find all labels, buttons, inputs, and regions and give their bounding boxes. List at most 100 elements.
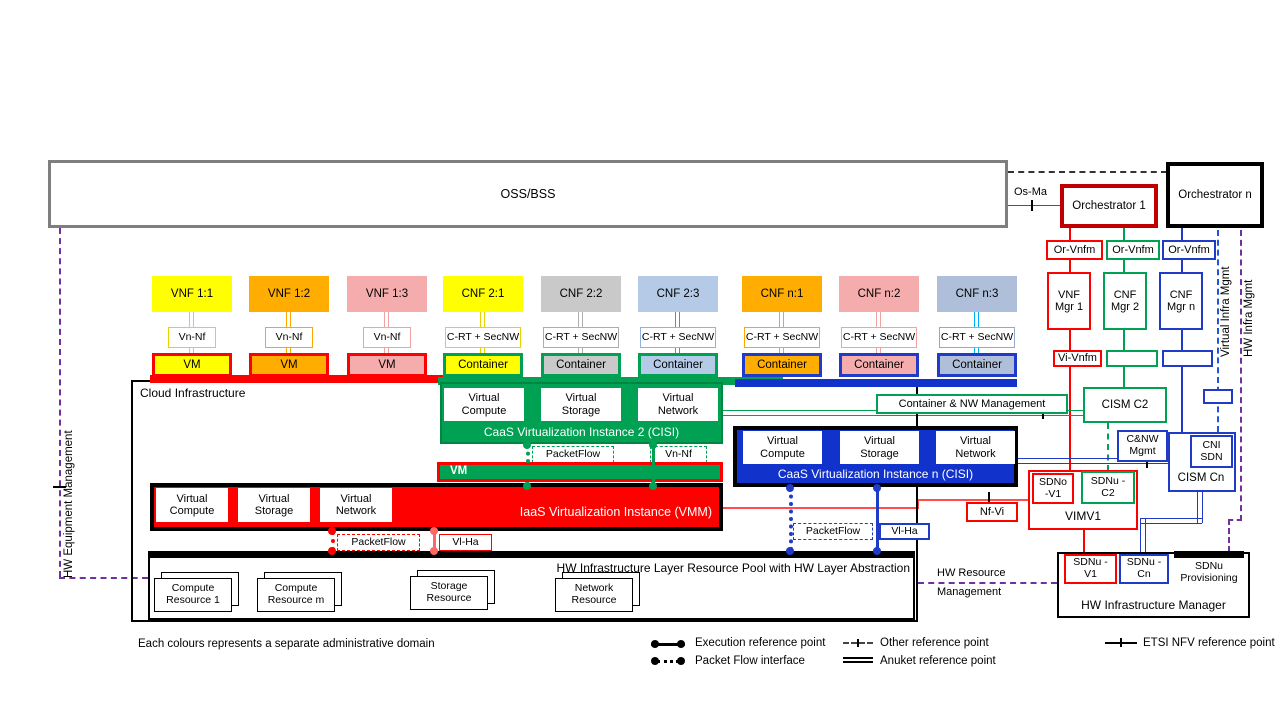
cnw-mgmt-label: C&NW Mgmt (1126, 433, 1159, 457)
iface-label: C-RT + SecNW (544, 330, 618, 343)
iaas-vl-ha-box: Vl-Ha (439, 534, 492, 551)
exec-dot (328, 547, 336, 555)
vi-vnfm-blue-empty-box (1162, 350, 1213, 367)
cism-c2-to-sdnu-c2-dashed (1107, 423, 1109, 471)
vl-ha-label: Vl-Ha (452, 535, 479, 548)
runtime-box-vnf11: VM (152, 353, 232, 377)
or-vnfm-green-label: Or-Vnfm (1112, 243, 1154, 256)
runtime-label: VM (183, 358, 201, 371)
runtime-box-vnf12: VM (249, 353, 329, 377)
caas-vin-packetflow-box: PacketFlow (793, 523, 873, 540)
runtime-label: Container (653, 358, 703, 371)
exec-dot (786, 547, 794, 555)
legend-other-icon (843, 638, 873, 647)
iface-label: Vn-Nf (275, 330, 303, 343)
nf-label: VNF 1:1 (170, 287, 214, 300)
nf-label: CNF 2:3 (656, 287, 700, 300)
caas-vi2-virtual-compute: Virtual Compute (444, 388, 524, 421)
nf-box-vnf11: VNF 1:1 (152, 276, 232, 312)
or-vnfm-green-box: Or-Vnfm (1106, 240, 1160, 260)
cism-cn-down-line-2 (1140, 518, 1202, 524)
caas2-green-bar (438, 377, 783, 385)
resource-label: Network Resource (571, 582, 617, 606)
resource-label: Storage Resource (426, 580, 472, 604)
iface-label: C-RT + SecNW (446, 330, 520, 343)
vn-nf-label: Vn-Nf (665, 447, 692, 460)
iaas-virtual-network: Virtual Network (320, 488, 392, 522)
caasn-packetflow-line (789, 487, 793, 551)
iaas-virtual-storage: Virtual Storage (238, 488, 310, 522)
nf-label: CNF 2:1 (461, 287, 505, 300)
runtime-box-cnf22: Container (541, 353, 621, 377)
virtual-storage-label: Virtual Storage (561, 392, 601, 417)
caas-vi2-virtual-storage: Virtual Storage (541, 388, 621, 421)
virtual-network-label: Virtual Network (955, 435, 996, 460)
hw-equipment-mgmt-dashed-h (59, 577, 148, 579)
hw-resource-mgmt-label-2: Management (937, 586, 1002, 598)
resource-storage: Storage Resource (410, 576, 488, 610)
hw-equipment-mgmt-dashed-v (59, 228, 61, 577)
nf-box-cnfn2: CNF n:2 (839, 276, 919, 312)
exec-dot (873, 484, 881, 492)
oss-bss-label: OSS/BSS (500, 187, 556, 201)
caas-vi2-vm-bar (437, 462, 723, 482)
exec-dot (786, 484, 794, 492)
runtime-box-cnfn1: Container (742, 353, 822, 377)
iface-label: Vn-Nf (373, 330, 401, 343)
sdnu-prov-bar (1174, 551, 1244, 558)
nf-box-cnfn3: CNF n:3 (937, 276, 1017, 312)
runtime-box-cnfn3: Container (937, 353, 1017, 377)
nf-box-cnfn1: CNF n:1 (742, 276, 822, 312)
iaas-title: IaaS Virtualization Instance (VMM) (519, 505, 712, 519)
iface-label: C-RT + SecNW (641, 330, 715, 343)
caas-vin-virtual-storage: Virtual Storage (840, 431, 919, 464)
resource-network: Network Resource (555, 578, 633, 612)
hw-infra-mgmt-dashed-v (1240, 230, 1242, 521)
iface-box-cnf23: C-RT + SecNW (640, 327, 716, 348)
packetflow-label: PacketFlow (545, 447, 601, 460)
legend-etsi-tick (1120, 638, 1122, 647)
virtual-compute-label: Virtual Compute (169, 492, 215, 517)
runtime-label: Container (458, 358, 508, 371)
nf-vi-etsi-tick (988, 492, 990, 504)
iface-box-cnfn2: C-RT + SecNW (841, 327, 917, 348)
virtual-storage-label: Virtual Storage (860, 435, 899, 460)
sdnu-c2-box: SDNu -C2 (1081, 471, 1135, 504)
cni-sdn-label: CNI SDN (1200, 438, 1223, 463)
cism-c2-box: CISM C2 (1083, 387, 1167, 423)
legend-etsi-icon (1105, 638, 1137, 647)
hw-infra-mgmt-dashed-v2 (1228, 519, 1230, 552)
caas-vin-vl-ha-box: Vl-Ha (879, 523, 930, 540)
hw-pool-title: HW Infrastructure Layer Resource Pool wi… (556, 561, 910, 575)
resource-compute-1: Compute Resource 1 (154, 578, 232, 612)
orchestrator-1-box: Orchestrator 1 (1060, 184, 1158, 228)
legend-packet-dot (651, 657, 659, 665)
nf-vi-line-h1 (723, 507, 919, 509)
virtual-compute-label: Virtual Compute (461, 392, 507, 417)
sdnu-cn-box: SDNu -Cn (1119, 554, 1169, 584)
oss-bss-box: OSS/BSS (48, 160, 1008, 228)
ossbss-to-orchn-dashed-line (1008, 171, 1167, 173)
exec-dot (873, 547, 881, 555)
cism-cn-down-line-1 (1197, 492, 1203, 523)
legend-anuket-icon (843, 657, 873, 663)
nf-box-cnf23: CNF 2:3 (638, 276, 718, 312)
nf-label: CNF n:1 (760, 287, 804, 300)
virtual-compute-label: Virtual Compute (760, 435, 805, 460)
iaas-virtual-compute: Virtual Compute (156, 488, 228, 522)
hw-infra-mgmt-label: HW Infra Mgmt (1243, 279, 1255, 357)
runtime-box-cnf23: Container (638, 353, 718, 377)
runtime-box-cnfn2: Container (839, 353, 919, 377)
sdnu-prov-label: SDNu Provisioning (1180, 560, 1238, 584)
orchestrator-1-label: Orchestrator 1 (1072, 199, 1146, 212)
hw-equipment-etsi-tick (53, 486, 66, 488)
nf-box-cnf22: CNF 2:2 (541, 276, 621, 312)
cnw-mgmt-box: C&NW Mgmt (1117, 430, 1168, 462)
cloud-infrastructure-label: Cloud Infrastructure (140, 386, 246, 400)
exec-dot (430, 547, 438, 555)
legend-execution-label: Execution reference point (695, 637, 826, 649)
sdnu-v1-box: SDNu -V1 (1064, 554, 1117, 584)
sdno-v1-box: SDNo -V1 (1032, 473, 1074, 504)
or-vnfm-line-red (1069, 228, 1071, 471)
resource-label: Compute Resource m (267, 582, 325, 606)
